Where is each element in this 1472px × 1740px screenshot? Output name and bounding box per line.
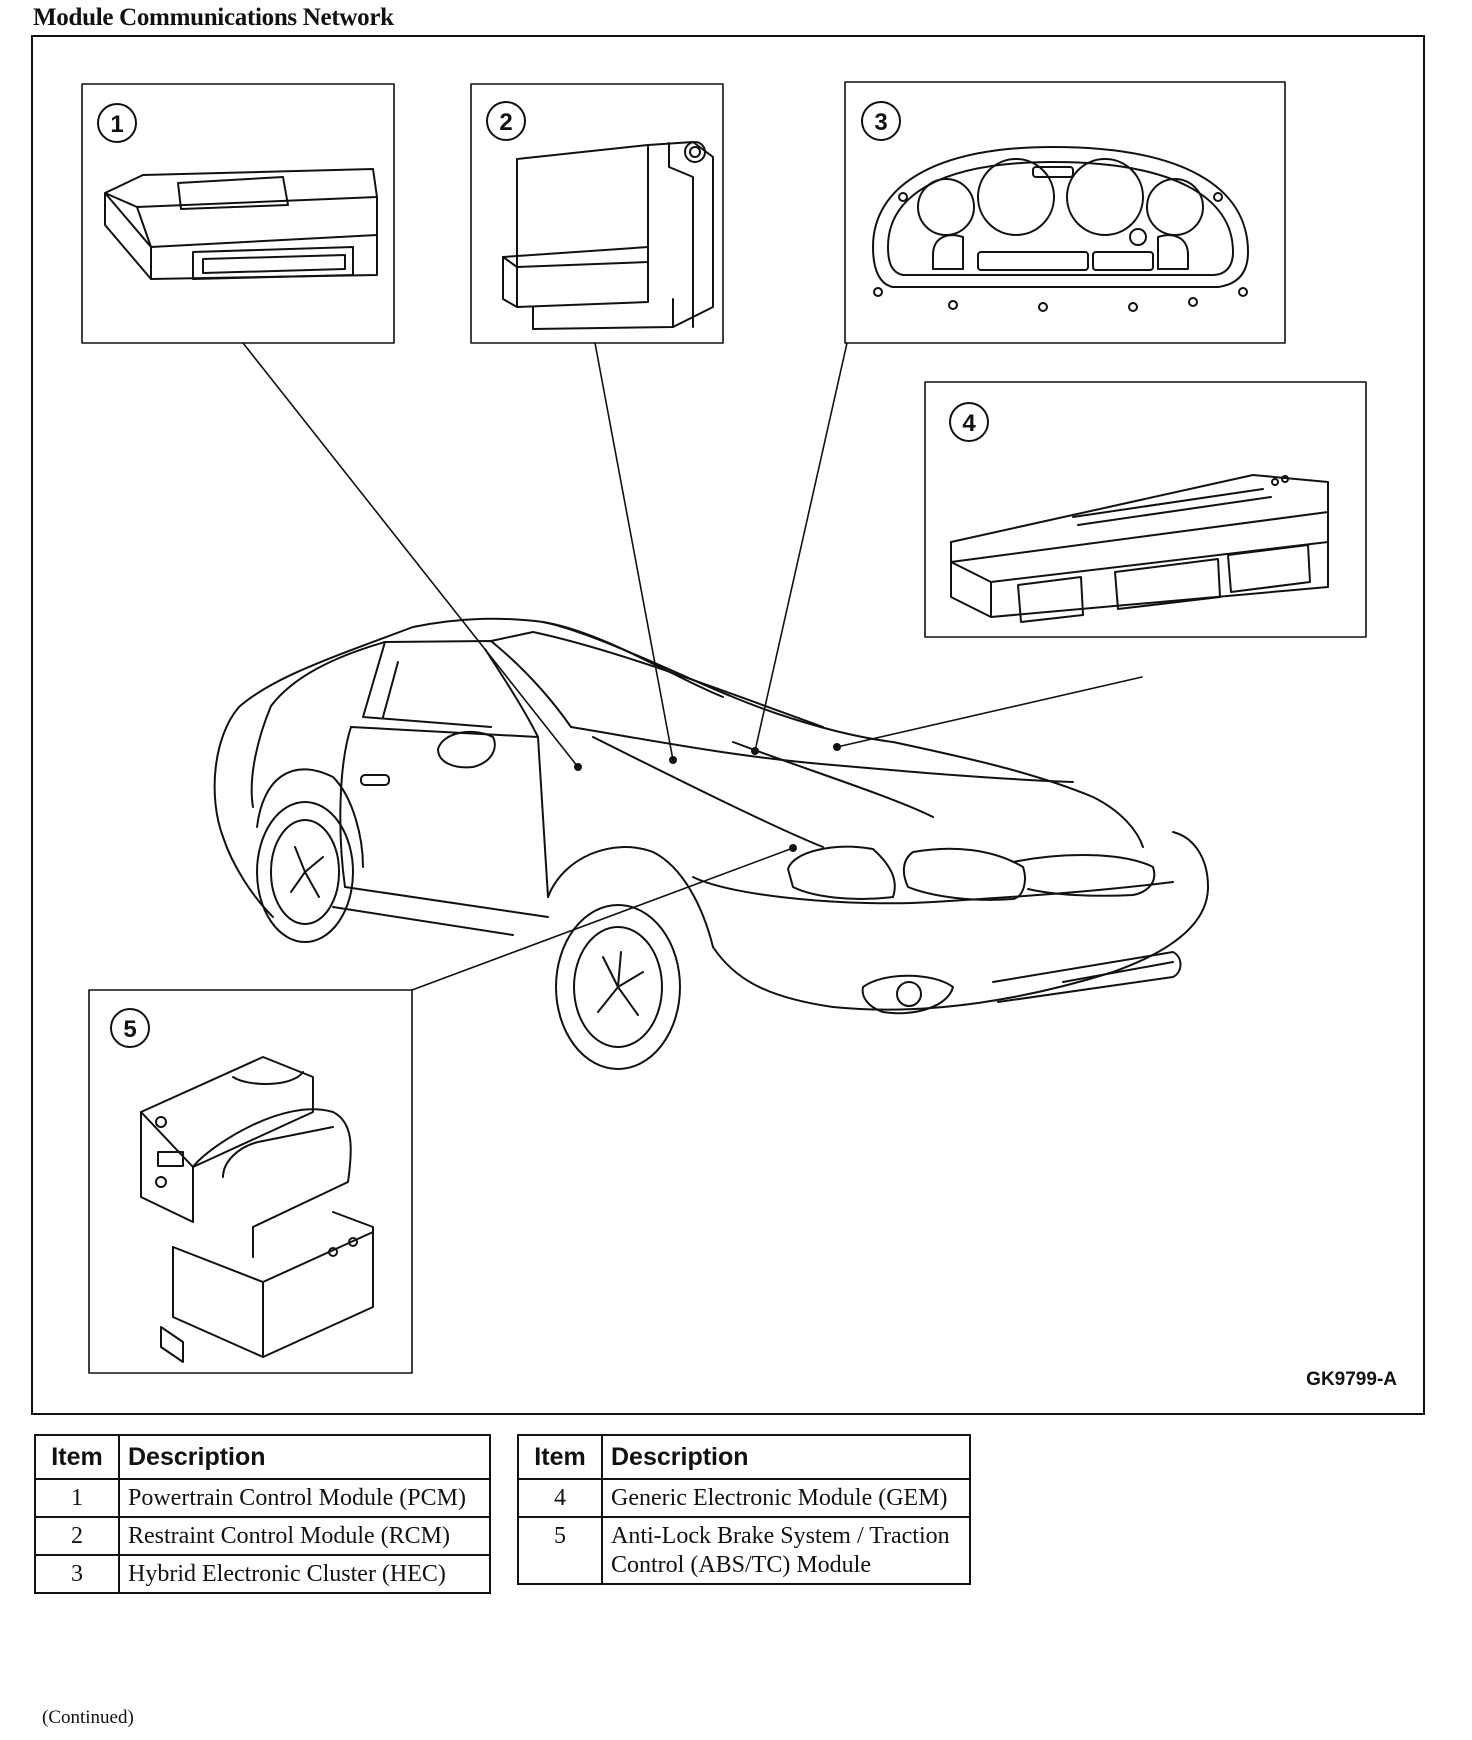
callout-circle-1 bbox=[97, 103, 137, 143]
legend-item-number: 4 bbox=[517, 1478, 603, 1518]
legend-item-description: Restraint Control Module (RCM) bbox=[118, 1516, 491, 1556]
continued-note: (Continued) bbox=[42, 1707, 134, 1728]
callout-number-3: 3 bbox=[874, 109, 887, 136]
callout-box-pcm: 1 bbox=[81, 83, 395, 344]
car-illustration bbox=[213, 617, 1209, 1070]
legend-item-description: Generic Electronic Module (GEM) bbox=[601, 1478, 971, 1518]
legend-row: 5 Anti-Lock Brake System / Traction Cont… bbox=[517, 1516, 971, 1585]
instrument-cluster-icon bbox=[872, 146, 1249, 312]
callout-number-4: 4 bbox=[962, 410, 976, 437]
legend-row: 4 Generic Electronic Module (GEM) bbox=[517, 1478, 971, 1518]
callout-number-2: 2 bbox=[499, 109, 512, 136]
legend-header-item: Item bbox=[34, 1434, 120, 1480]
abs-module-icon bbox=[140, 1056, 374, 1363]
leader-line-4 bbox=[836, 676, 1143, 748]
gem-module-icon bbox=[950, 474, 1329, 623]
pcm-module-icon bbox=[104, 168, 378, 280]
leader-line-2 bbox=[594, 342, 674, 761]
legend-item-description: Powertrain Control Module (PCM) bbox=[118, 1478, 491, 1518]
pointer-dot-4 bbox=[833, 743, 841, 751]
legend-header-row: Item Description bbox=[34, 1434, 491, 1480]
figure-id: GK9799-A bbox=[1306, 1369, 1397, 1390]
legend-header-description: Description bbox=[118, 1434, 491, 1480]
legend-header-row: Item Description bbox=[517, 1434, 971, 1480]
leader-lines bbox=[242, 342, 1143, 991]
legend-item-number: 2 bbox=[34, 1516, 120, 1556]
leader-line-1 bbox=[242, 342, 579, 768]
legend-item-description: Anti-Lock Brake System / Traction Contro… bbox=[601, 1516, 971, 1585]
legend-header-description: Description bbox=[601, 1434, 971, 1480]
legend-item-description: Hybrid Electronic Cluster (HEC) bbox=[118, 1554, 491, 1594]
callout-box-abs-tc: 5 bbox=[88, 989, 413, 1374]
legend-row: 1 Powertrain Control Module (PCM) bbox=[34, 1478, 491, 1518]
legend-item-number: 1 bbox=[34, 1478, 120, 1518]
pointer-dot-1 bbox=[574, 763, 582, 771]
pointer-dots bbox=[574, 743, 841, 852]
rcm-module-icon bbox=[502, 141, 714, 330]
pointer-dot-2 bbox=[669, 756, 677, 764]
legend-item-number: 5 bbox=[517, 1516, 603, 1585]
pointer-dot-3 bbox=[751, 747, 759, 755]
callout-circle-4 bbox=[949, 402, 989, 442]
callout-circle-2 bbox=[486, 101, 526, 141]
pointer-dot-5 bbox=[789, 844, 797, 852]
callout-box-rcm: 2 bbox=[470, 83, 724, 344]
leader-line-3 bbox=[754, 342, 848, 752]
legend-item-number: 3 bbox=[34, 1554, 120, 1594]
callout-number-1: 1 bbox=[110, 111, 123, 138]
callout-box-hec: 3 bbox=[844, 81, 1286, 344]
legend-header-item: Item bbox=[517, 1434, 603, 1480]
callout-circle-3 bbox=[861, 101, 901, 141]
module-network-diagram: 1 2 bbox=[81, 81, 1367, 1374]
callout-circle-5 bbox=[110, 1008, 150, 1048]
legend-table-left: Item Description 1 Powertrain Control Mo… bbox=[34, 1434, 491, 1594]
callout-box-gem: 4 bbox=[924, 381, 1367, 638]
legend-table-right: Item Description 4 Generic Electronic Mo… bbox=[517, 1434, 971, 1585]
leader-line-5 bbox=[411, 847, 794, 991]
legend-row: 2 Restraint Control Module (RCM) bbox=[34, 1516, 491, 1556]
legend-row: 3 Hybrid Electronic Cluster (HEC) bbox=[34, 1554, 491, 1594]
page-title: Module Communications Network bbox=[33, 4, 394, 31]
callout-number-5: 5 bbox=[123, 1016, 136, 1043]
diagram-frame: 1 2 bbox=[31, 35, 1425, 1415]
